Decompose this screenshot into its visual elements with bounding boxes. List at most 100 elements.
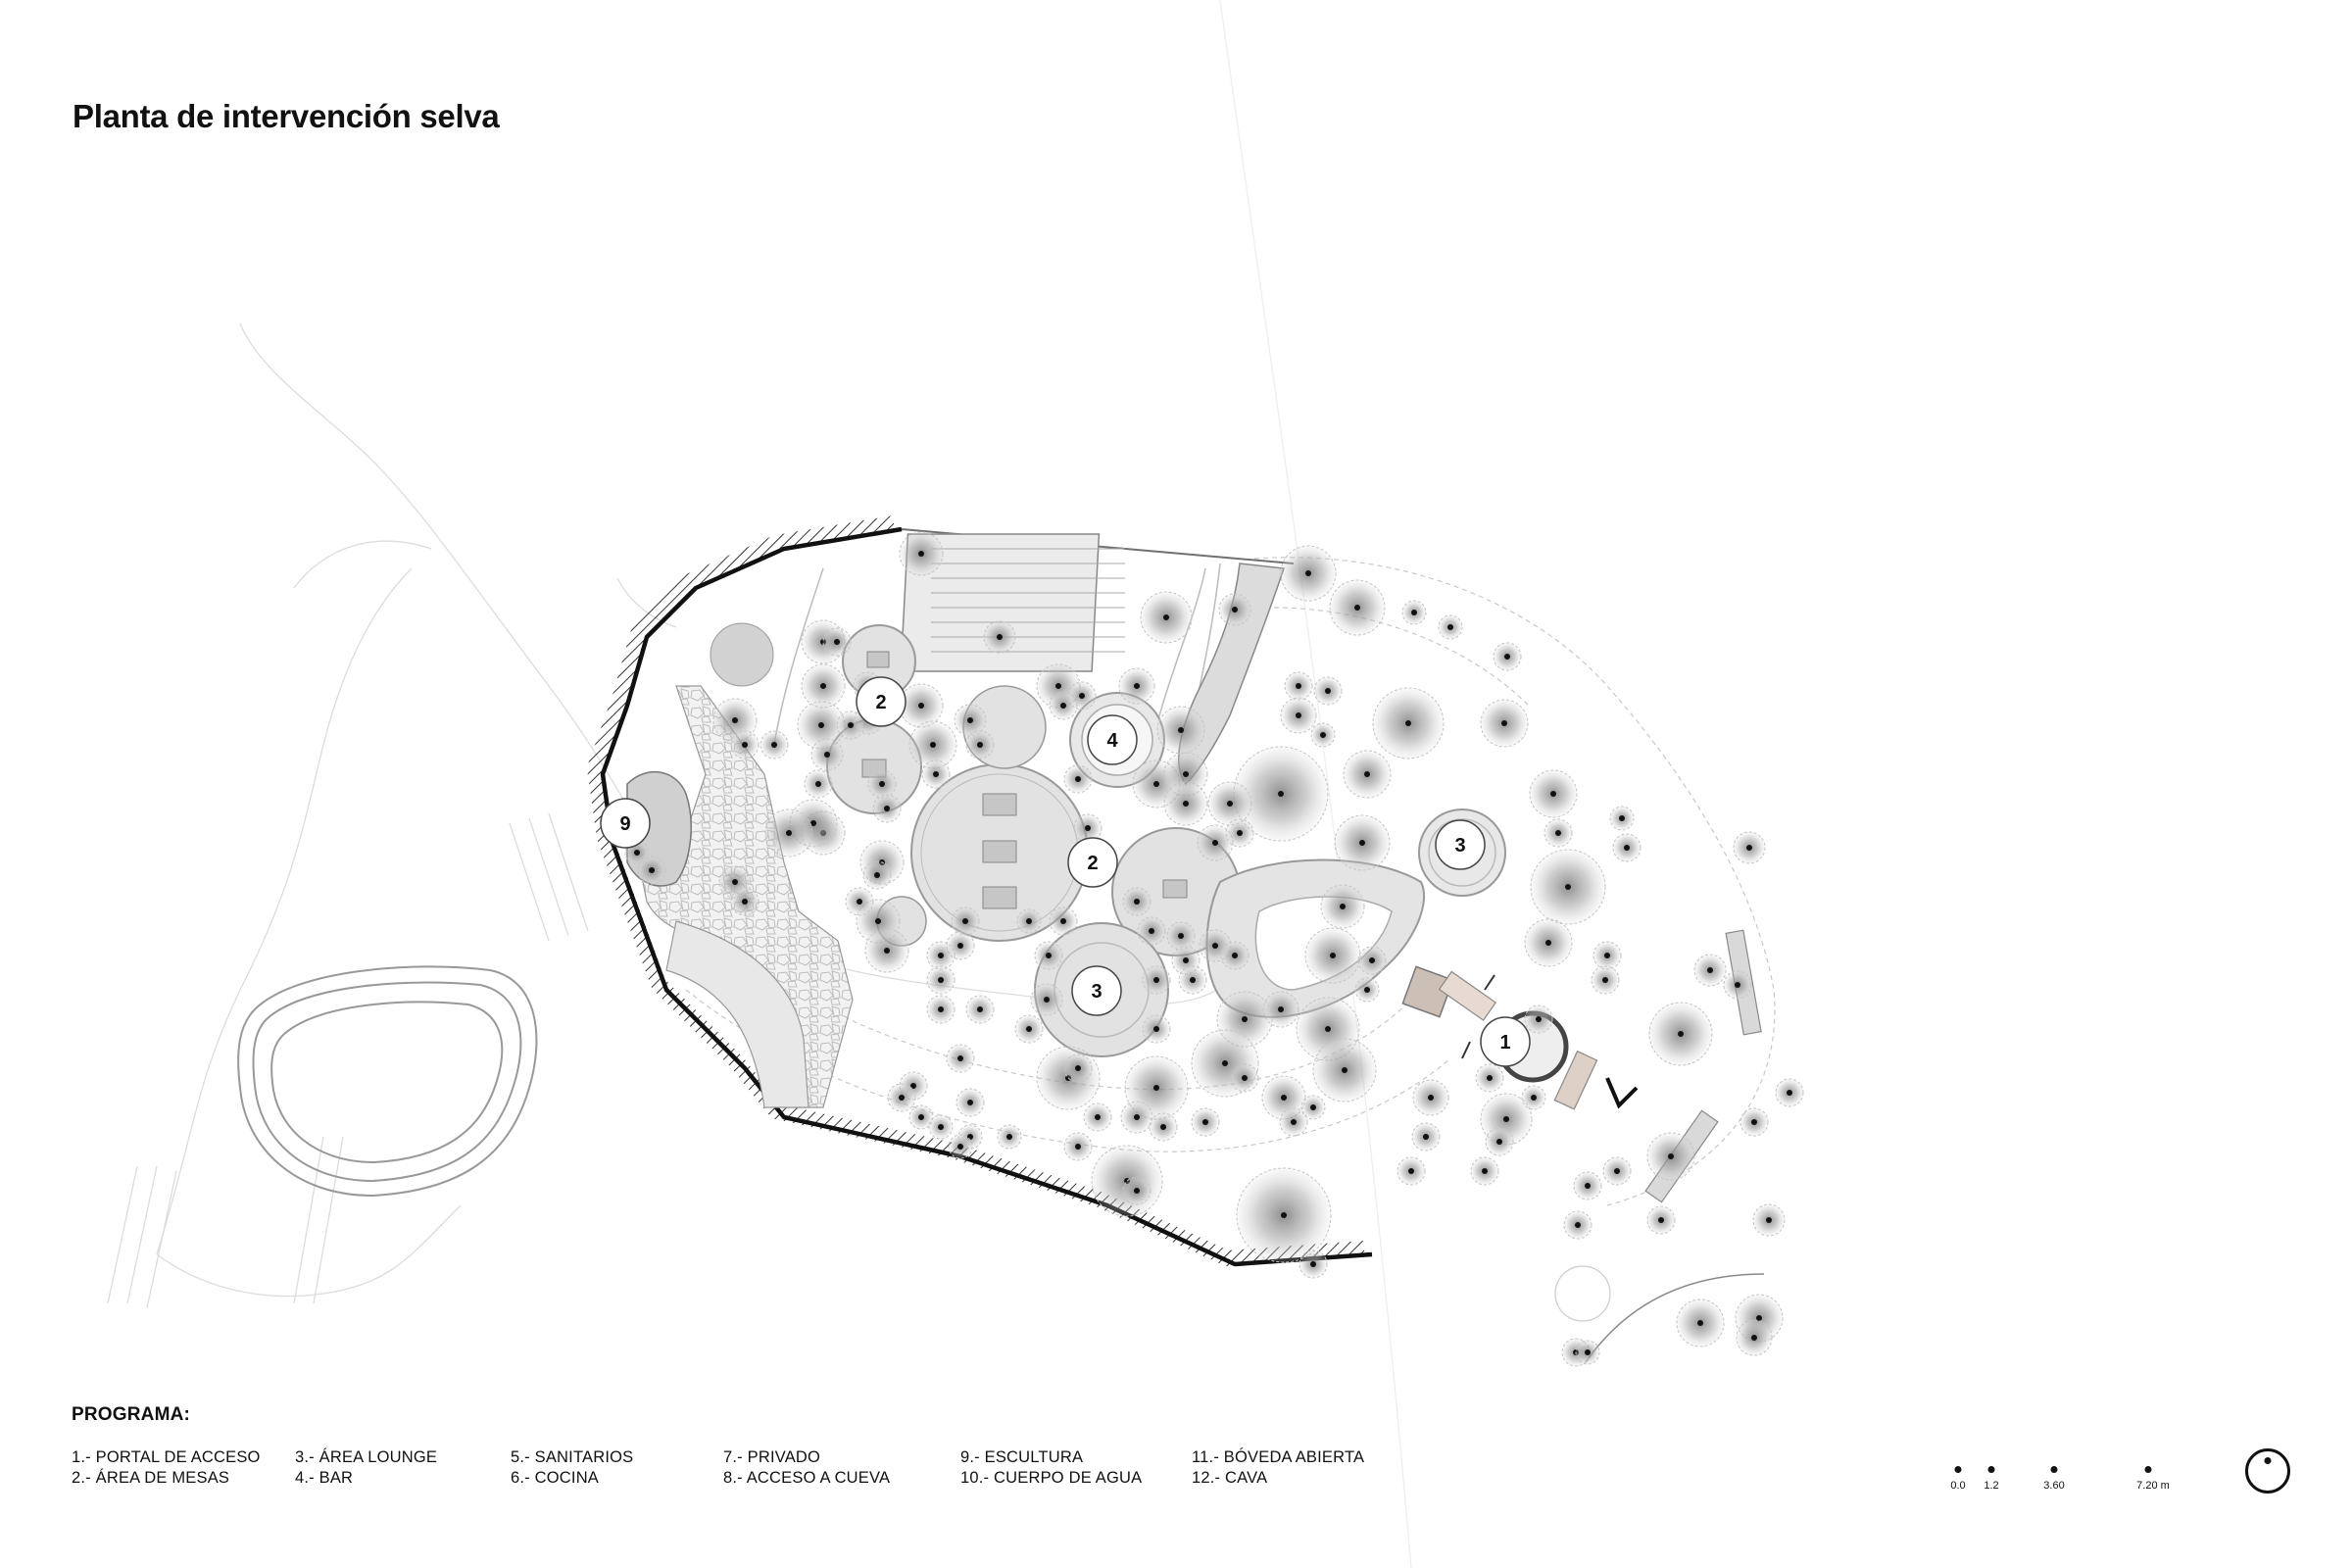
tree-trunk-dot xyxy=(933,771,939,777)
tree-trunk-dot xyxy=(1079,693,1085,699)
marker-circle xyxy=(1071,965,1122,1016)
scale-dot xyxy=(1954,1466,1962,1473)
tree-trunk-dot xyxy=(857,899,862,905)
tree-trunk-dot xyxy=(1153,781,1159,787)
tree-trunk-dot xyxy=(957,1055,963,1061)
tree-trunk-dot xyxy=(1227,801,1233,807)
marker-number: 3 xyxy=(1091,981,1102,1003)
tree-trunk-dot xyxy=(875,918,881,924)
tree-trunk-dot xyxy=(1237,830,1243,836)
tree-trunk-dot xyxy=(1501,720,1507,726)
marker-number: 9 xyxy=(619,813,630,835)
tree-trunk-dot xyxy=(1232,953,1238,958)
marker-number: 4 xyxy=(1106,730,1118,752)
tree-trunk-dot xyxy=(742,742,748,748)
tree-trunk-dot xyxy=(1075,1144,1081,1150)
tree-trunk-dot xyxy=(771,742,777,748)
tree-trunk-dot xyxy=(1232,607,1238,612)
entry-arrow-icon xyxy=(1605,1077,1639,1109)
tree-trunk-dot xyxy=(884,806,890,811)
tree-trunk-dot xyxy=(1075,776,1081,782)
dining-tables xyxy=(861,651,1188,909)
tree-trunk-dot xyxy=(918,551,924,557)
tree-trunk-dot xyxy=(1658,1217,1664,1223)
program-legend: PROGRAMA: 1.- PORTAL DE ACCESO 2.- ÁREA … xyxy=(72,1404,1388,1489)
tree-trunk-dot xyxy=(1496,1139,1502,1145)
tree-trunk-dot xyxy=(1614,1168,1620,1174)
tree-trunk-dot xyxy=(732,879,738,885)
program-item: 6.- COCINA xyxy=(511,1469,600,1487)
marker-circle xyxy=(1480,1016,1531,1067)
tree-trunk-dot xyxy=(1183,771,1189,777)
tree-trunk-dot xyxy=(1751,1335,1757,1341)
tree-trunk-dot xyxy=(1756,1315,1762,1321)
marker-number: 2 xyxy=(875,692,886,713)
tree-trunk-dot xyxy=(1310,1261,1316,1267)
tree-trunk-dot xyxy=(1212,943,1218,949)
program-item: 2.- ÁREA DE MESAS xyxy=(72,1469,230,1487)
tree-trunk-dot xyxy=(1364,987,1370,993)
program-item: 9.- ESCULTURA xyxy=(960,1448,1084,1466)
tree-trunk-dot xyxy=(1310,1104,1316,1110)
tree-trunk-dot xyxy=(918,1114,924,1120)
program-column-4: 7.- PRIVADO 8.- ACCESO A CUEVA xyxy=(723,1447,960,1489)
marker-circle xyxy=(856,676,906,727)
tree-trunk-dot xyxy=(1504,654,1510,660)
tree-trunk-dot xyxy=(1153,1085,1159,1091)
tree-trunk-dot xyxy=(1320,732,1326,738)
tree-trunk-dot xyxy=(1766,1217,1772,1223)
water-body-outline xyxy=(237,965,538,1198)
tree-trunk-dot xyxy=(957,1144,963,1150)
tree-trunk-dot xyxy=(834,639,840,645)
tree-trunk-dot xyxy=(1536,1016,1542,1022)
tree-trunk-dot xyxy=(1046,953,1052,958)
tree-trunk-dot xyxy=(815,781,821,787)
tree-trunk-dot xyxy=(1707,967,1713,973)
program-columns: 1.- PORTAL DE ACCESO 2.- ÁREA DE MESAS 3… xyxy=(72,1447,1388,1489)
tree-trunk-dot xyxy=(1787,1090,1792,1096)
tree-trunk-dot xyxy=(1531,1095,1537,1101)
tree-trunk-dot xyxy=(884,948,890,954)
tree-trunk-dot xyxy=(1149,928,1154,934)
contour-lines xyxy=(685,557,1776,1206)
tree-trunk-dot xyxy=(810,820,816,826)
north-dot xyxy=(2264,1457,2272,1464)
tree-trunk-dot xyxy=(1746,845,1752,851)
tree-trunk-dot xyxy=(1291,1119,1297,1125)
tree-trunk-dot xyxy=(1278,791,1284,797)
program-item: 7.- PRIVADO xyxy=(723,1448,821,1466)
tree-trunk-dot xyxy=(742,899,748,905)
tree-trunk-dot xyxy=(1278,1006,1284,1012)
scale-label: 3.60 xyxy=(2043,1480,2065,1492)
tree-trunk-dot xyxy=(1423,1134,1429,1140)
tree-trunk-dot xyxy=(1408,1168,1414,1174)
tree-trunk-dot xyxy=(938,1006,944,1012)
tree-trunk-dot xyxy=(1545,940,1551,946)
tree-trunk-dot xyxy=(918,703,924,709)
tree-trunk-dot xyxy=(1585,1183,1591,1189)
tree-trunk-dot xyxy=(1411,610,1417,615)
program-marker: 1 xyxy=(1480,1016,1531,1067)
tree-trunk-dot xyxy=(938,953,944,958)
program-marker: 9 xyxy=(600,798,651,849)
tree-trunk-dot xyxy=(1242,1075,1248,1081)
tree-trunk-dot xyxy=(957,943,963,949)
tree-trunk-dot xyxy=(1604,953,1610,958)
program-item: 5.- SANITARIOS xyxy=(511,1448,634,1466)
tree-trunk-dot xyxy=(1619,815,1625,821)
trees xyxy=(624,531,1804,1367)
tree-trunk-dot xyxy=(1281,1212,1287,1218)
tree-trunk-dot xyxy=(1055,683,1061,689)
tree-trunk-dot xyxy=(1006,1134,1012,1140)
marker-circle xyxy=(1435,819,1486,870)
tree-trunk-dot xyxy=(977,1006,983,1012)
tree-trunk-dot xyxy=(1153,1026,1159,1032)
tree-trunk-dot xyxy=(634,850,640,856)
tree-trunk-dot xyxy=(1153,977,1159,983)
tree-trunk-dot xyxy=(818,722,824,728)
tree-trunk-dot xyxy=(1222,1060,1228,1066)
tree-trunk-dot xyxy=(1325,1026,1331,1032)
parking-grid xyxy=(900,533,1125,672)
